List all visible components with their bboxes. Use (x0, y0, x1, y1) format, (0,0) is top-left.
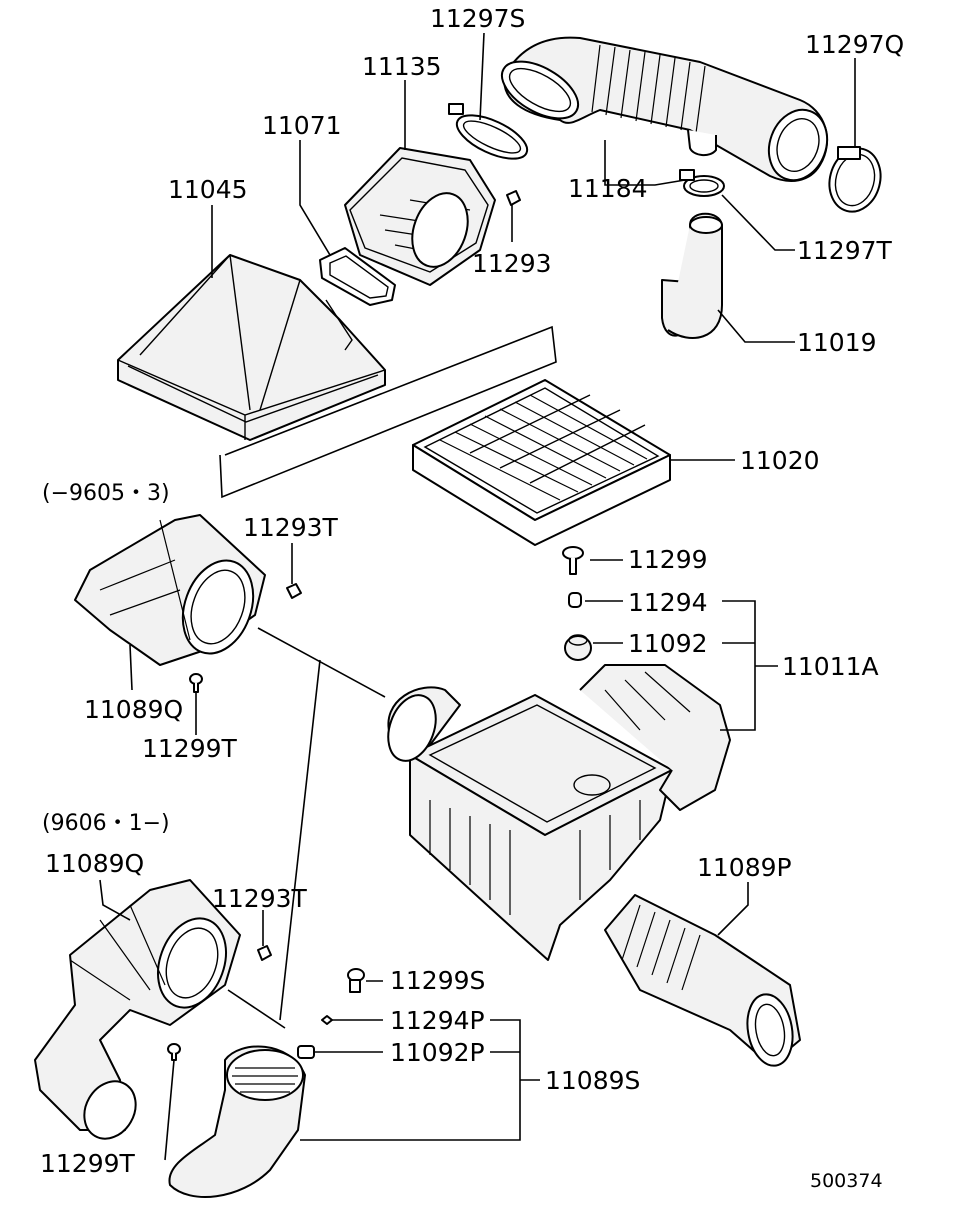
clamp-11297s-drawing (448, 103, 529, 160)
part-label-11299: 11299 (628, 545, 708, 574)
note-range-late: (9606・1−) (42, 811, 170, 836)
part-label-11293: 11293 (472, 249, 552, 278)
part-label-11297t: 11297T (797, 236, 893, 265)
part-label-11294: 11294 (628, 588, 708, 617)
part-label-11293t-b: 11293T (212, 884, 308, 913)
part-label-11297s: 11297S (430, 4, 525, 33)
elbow-tube-11019-drawing (661, 212, 723, 339)
duct-11089p-drawing (604, 894, 801, 1067)
collar-11294p-drawing (321, 1015, 333, 1025)
bolt-11299s-drawing (347, 968, 365, 993)
part-label-11293t-a: 11293T (243, 513, 339, 542)
diagram-reference-number: 500374 (810, 1170, 883, 1192)
part-label-11299t-a: 11299T (142, 734, 238, 763)
part-label-11020: 11020 (740, 446, 820, 475)
air-filter-11020-drawing (412, 379, 671, 546)
bolt-11299t-a-drawing (189, 673, 203, 693)
clamp-11297q-drawing (828, 146, 882, 213)
part-label-11092: 11092 (628, 629, 708, 658)
part-label-11089q-a: 11089Q (84, 695, 183, 724)
nut-11293t-a-drawing (286, 583, 302, 599)
grommet-11092-drawing (564, 634, 592, 661)
guide-line-lower-duct (227, 989, 286, 1029)
part-label-11299t-b: 11299T (40, 1149, 136, 1178)
airflow-sensor-11135-drawing (344, 147, 496, 286)
nut-11293t-b-drawing (257, 945, 272, 961)
nut-11293-drawing (506, 190, 521, 206)
intake-hose-11184-drawing (501, 36, 829, 182)
gasket-11071-drawing (319, 247, 396, 306)
snorkel-duct-11089s-drawing (168, 1045, 306, 1198)
leader-lines (99, 32, 856, 1161)
part-label-11184: 11184 (568, 174, 648, 203)
part-label-11019: 11019 (797, 328, 877, 357)
part-label-11299s: 11299S (390, 966, 485, 995)
part-label-11294p: 11294P (390, 1006, 485, 1035)
grommet-11092p-drawing (297, 1045, 315, 1059)
guide-line-duct-case (257, 627, 386, 698)
intake-duct-11089q-early-drawing (74, 514, 266, 666)
part-label-11089q-b: 11089Q (45, 849, 144, 878)
part-label-11297q: 11297Q (805, 30, 904, 59)
intake-duct-11089q-late-drawing (34, 879, 241, 1140)
cleaner-case-11011a-drawing (387, 664, 731, 961)
part-label-11071: 11071 (262, 111, 342, 140)
bolt-11299-drawing (562, 546, 584, 575)
bolt-11299t-b-drawing (167, 1043, 181, 1061)
collar-11294-drawing (568, 592, 582, 608)
part-label-11092p: 11092P (390, 1038, 485, 1067)
part-label-11089s: 11089S (545, 1066, 640, 1095)
guide-line-duct-lower (279, 659, 321, 1021)
part-label-11089p: 11089P (697, 853, 792, 882)
cleaner-cover-11045-drawing (117, 254, 386, 441)
part-label-11011a: 11011A (782, 652, 879, 681)
part-label-11045: 11045 (168, 175, 248, 204)
guide-line-cover-filter (219, 325, 557, 499)
clamp-11297t-drawing (679, 169, 725, 197)
note-range-early: (−9605・3) (42, 481, 170, 506)
part-label-11135: 11135 (362, 52, 442, 81)
